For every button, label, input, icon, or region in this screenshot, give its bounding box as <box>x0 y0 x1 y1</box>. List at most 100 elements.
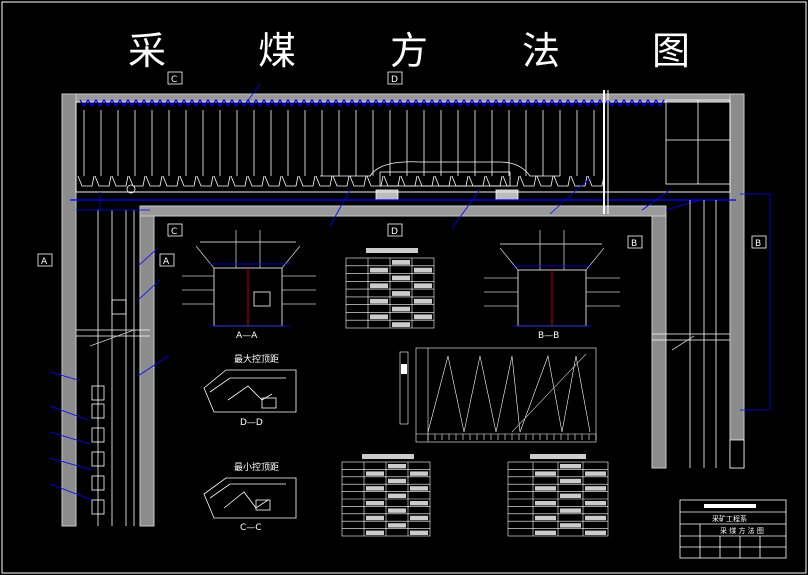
support-shoe <box>434 175 452 187</box>
table-cell-fill <box>560 464 581 469</box>
table-cell-fill <box>535 515 556 521</box>
marker-c-mid: C <box>171 227 177 237</box>
table-cell-fill <box>388 478 406 484</box>
title-char-2: 煤 <box>258 29 299 73</box>
support-shoe <box>162 175 180 187</box>
support-shoe <box>383 175 401 187</box>
support-shoe <box>349 175 367 187</box>
support-shoe <box>264 175 282 187</box>
support-shoe <box>366 175 384 187</box>
support-shoe <box>247 175 265 187</box>
title-block-school: 采矿工程系 <box>712 514 747 523</box>
table-cell-fill <box>560 478 581 484</box>
table-cell-fill <box>392 306 410 312</box>
support-shoe <box>213 175 231 187</box>
table-cell-fill <box>388 523 406 528</box>
section-aa <box>182 230 316 327</box>
support-shoe <box>417 175 435 187</box>
table-cell-fill <box>370 267 388 273</box>
marker-c-top: C <box>171 75 177 85</box>
left-shaft <box>76 184 150 526</box>
support-shoe <box>536 175 554 187</box>
table-cell-fill <box>585 501 606 506</box>
support-shoe <box>485 175 503 187</box>
table-cell-fill <box>366 530 384 535</box>
table-cell-fill <box>410 471 428 476</box>
table-cell-fill <box>388 493 406 498</box>
max-roof-sketch <box>203 369 297 413</box>
title-char-1: 采 <box>128 29 169 73</box>
support-shoe <box>451 175 469 187</box>
table-cell-fill <box>414 283 432 289</box>
table-top-center <box>345 257 435 329</box>
marker-a-left: A <box>41 257 48 267</box>
table-bottom-right-title <box>530 454 586 459</box>
min-roof-sketch <box>203 477 297 519</box>
support-shoe <box>179 175 197 187</box>
support-shoe <box>145 175 163 187</box>
working-face <box>70 90 736 214</box>
support-shoe <box>94 175 112 187</box>
section-markers <box>37 71 767 267</box>
table-cell-fill <box>366 501 384 506</box>
section-bb <box>484 230 620 327</box>
title-char-3: 方 <box>390 29 431 73</box>
table-cell-fill <box>370 298 388 304</box>
support-shoe <box>400 175 418 187</box>
marker-d-mid: D <box>391 227 398 237</box>
table-cell-fill <box>585 486 606 491</box>
table-cell-fill <box>392 260 410 265</box>
table-cell-fill <box>560 508 581 513</box>
title-char-4: 法 <box>522 29 563 73</box>
table-cell-fill <box>392 275 410 281</box>
table-cell-fill <box>585 471 606 476</box>
table-cell-fill <box>414 298 432 304</box>
table-cell-fill <box>414 314 432 320</box>
support-shoe <box>111 175 129 187</box>
support-shoe <box>519 175 537 187</box>
leader-lines <box>49 83 771 501</box>
table-cell-fill <box>388 464 406 469</box>
table-bottom-left-title <box>362 454 414 459</box>
table-cell-fill <box>560 493 581 498</box>
table-bottom-right <box>507 461 609 537</box>
support-shoe <box>502 175 520 187</box>
table-cell-fill <box>388 508 406 513</box>
support-shoe <box>553 175 571 187</box>
title-block <box>679 499 787 559</box>
support-shoe <box>230 175 248 187</box>
table-cell-fill <box>410 501 428 506</box>
section-cc-label: C—C <box>240 523 262 533</box>
support-shoe <box>281 175 299 187</box>
table-cell-fill <box>535 530 556 535</box>
roadway-structure <box>61 93 745 527</box>
right-shaft <box>652 200 745 469</box>
table-cell-fill <box>370 283 388 289</box>
table-cell-fill <box>392 291 410 296</box>
support-shoe <box>570 175 588 187</box>
cycle-chart-side-label <box>399 351 409 425</box>
table-cell-fill <box>366 486 384 491</box>
section-bb-label: B—B <box>538 331 559 341</box>
table-cell-fill <box>585 515 606 521</box>
table-bottom-left <box>341 461 431 537</box>
table-cell-fill <box>560 523 581 528</box>
table-cell-fill <box>410 530 428 535</box>
table-cell-fill <box>535 501 556 506</box>
title-char-5: 图 <box>652 29 693 73</box>
table-cell-fill <box>414 267 432 273</box>
marker-d-top: D <box>391 75 398 85</box>
min-roof-title: 最小控顶距 <box>234 461 279 473</box>
table-cell-fill <box>535 486 556 491</box>
marker-b-right-inner: B <box>631 239 637 249</box>
table-cell-fill <box>392 322 410 327</box>
support-shoe <box>77 175 95 187</box>
support-shoe <box>196 175 214 187</box>
marker-a-mid: A <box>163 257 170 267</box>
section-dd-label: D—D <box>240 418 263 428</box>
table-top-center-title <box>366 248 418 253</box>
support-shoe <box>298 175 316 187</box>
marker-b-right-outer: B <box>755 239 761 249</box>
